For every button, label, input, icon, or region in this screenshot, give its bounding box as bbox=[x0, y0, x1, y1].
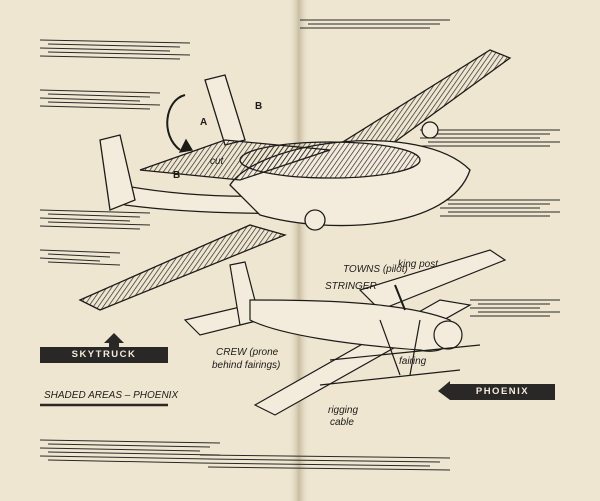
callout-rigging-2: cable bbox=[330, 417, 354, 428]
speed-line bbox=[47, 101, 161, 106]
speed-line bbox=[39, 39, 191, 44]
legend-text: SHADED AREAS – PHOENIX bbox=[44, 390, 179, 401]
speed-line bbox=[47, 213, 141, 218]
speed-line bbox=[47, 261, 121, 266]
callout-king-post: king post bbox=[398, 259, 439, 270]
speed-line bbox=[39, 55, 181, 60]
speed-line bbox=[39, 257, 101, 262]
speed-line bbox=[199, 462, 431, 467]
speed-lines bbox=[39, 19, 560, 471]
callout-cut: cut bbox=[210, 156, 224, 167]
speed-line bbox=[47, 43, 181, 48]
speed-line bbox=[39, 105, 151, 110]
skytruck-label: SKYTRUCK bbox=[40, 347, 168, 363]
skytruck-aircraft bbox=[78, 49, 512, 311]
speed-line bbox=[39, 225, 141, 230]
speed-line bbox=[39, 455, 211, 460]
speed-line bbox=[47, 93, 151, 98]
callout-rigging-1: rigging bbox=[328, 405, 359, 416]
speed-line bbox=[39, 447, 201, 452]
left-arrow-icon bbox=[438, 381, 450, 400]
speed-line bbox=[207, 458, 441, 463]
callout-fairing: fairing bbox=[399, 356, 427, 367]
speed-line bbox=[47, 253, 111, 258]
callout-a: A bbox=[200, 117, 208, 128]
speed-line bbox=[39, 249, 121, 254]
callout-crew-1: CREW (prone bbox=[216, 347, 279, 358]
speed-line bbox=[39, 97, 141, 102]
phoenix-aircraft bbox=[183, 249, 507, 416]
speed-line bbox=[39, 217, 131, 222]
speed-line bbox=[39, 47, 171, 52]
speed-line bbox=[39, 439, 221, 444]
speed-line bbox=[47, 451, 221, 456]
speed-line bbox=[199, 454, 451, 459]
speed-line bbox=[47, 51, 191, 56]
callout-stringer: STRINGER bbox=[325, 281, 377, 292]
speed-line bbox=[47, 221, 151, 226]
page-crease bbox=[288, 0, 310, 501]
callout-crew-2: behind fairings) bbox=[212, 360, 281, 371]
callout-towns: TOWNS (pilot) bbox=[343, 264, 408, 275]
speed-line bbox=[47, 459, 201, 464]
phoenix-label: PHOENIX bbox=[450, 384, 555, 400]
speed-line bbox=[47, 443, 211, 448]
up-arrow-icon bbox=[104, 333, 124, 348]
callout-b-lower: B bbox=[173, 170, 181, 181]
speed-line bbox=[207, 466, 451, 471]
speed-line bbox=[39, 89, 161, 94]
callout-b-top: B bbox=[255, 101, 263, 112]
speed-line bbox=[39, 209, 151, 214]
